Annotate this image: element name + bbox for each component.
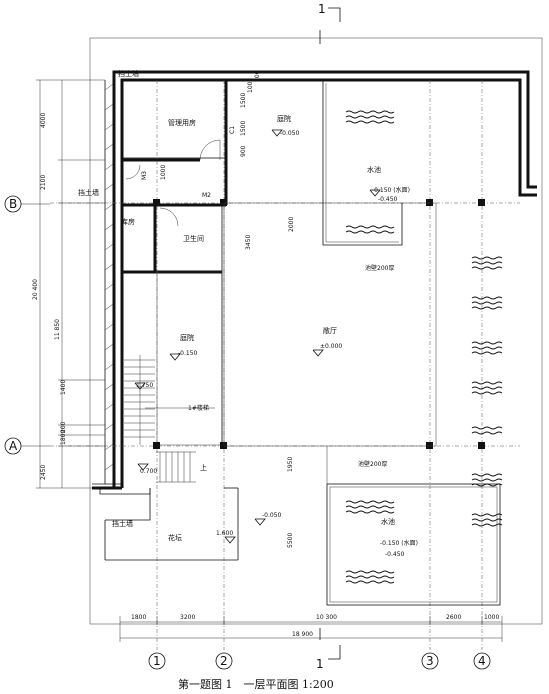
dim-bottom-total: 18 900	[292, 631, 313, 638]
label-retaining-wall-left: 挡土墙	[78, 188, 99, 197]
label-retaining-wall-top: 挡土墙	[118, 69, 139, 78]
courtyard-left	[156, 271, 223, 446]
dim-inner-500: 500	[254, 70, 261, 82]
dim-inner-1950: 1950	[287, 457, 294, 472]
label-pool-bottom-elev1: -0.150 (水面)	[380, 539, 418, 547]
label-hall: 敞厅	[323, 326, 337, 335]
dim-inner-5500: 5500	[287, 533, 294, 548]
dim-left-mid: 11 850	[54, 319, 61, 340]
dim-inner-2000: 2000	[288, 217, 295, 232]
label-courtyard-left: 庭院	[180, 333, 194, 342]
dim-left-200: 200	[60, 421, 67, 433]
retaining-wall-hatch	[104, 83, 114, 471]
door-swing-toilet	[159, 207, 179, 227]
column-b2	[220, 199, 227, 206]
door-swing-office	[199, 139, 221, 161]
grid-bubble-3	[421, 652, 439, 670]
dim-left-2100: 2100	[40, 175, 47, 190]
label-window-c1: C1	[229, 126, 236, 134]
column-b4	[478, 199, 485, 206]
dim-inner-3450: 3450	[245, 235, 252, 250]
site-boundary	[89, 37, 543, 625]
dim-bottom-3200: 3200	[180, 614, 195, 621]
grid-label-1: 1	[153, 654, 161, 668]
dim-left-1800: 1800	[60, 430, 67, 445]
section-mark-bottom: 1	[316, 657, 324, 671]
section-arrow-top	[328, 7, 341, 22]
label-courtyard-top: 庭院	[277, 114, 291, 123]
label-pool-top-elev1: -0.150 (水面)	[372, 186, 410, 194]
label-pool-bottom: 水池	[381, 517, 395, 526]
columns	[153, 199, 485, 449]
column-a2	[220, 442, 227, 449]
pool-bottom-outline	[326, 483, 501, 606]
label-hall-elev: ±0.000	[320, 343, 342, 350]
label-pool-bottom-elev2: -0.450	[385, 551, 405, 558]
section-mark-top: 1	[318, 2, 326, 16]
column-a3	[426, 442, 433, 449]
grid-label-3: 3	[426, 654, 434, 668]
hall-area	[223, 202, 437, 447]
grid-label-4: 4	[478, 654, 486, 668]
label-door-m2: M2	[202, 192, 211, 199]
label-elev-0050: -0.050	[262, 512, 282, 519]
grid-label-b: B	[9, 197, 17, 211]
label-flower-bed: 花坛	[168, 533, 182, 542]
dim-bottom-1000: 1000	[484, 614, 499, 621]
water-pattern-top	[345, 110, 395, 234]
water-pattern-bottom	[345, 500, 395, 584]
label-stair: 1#楼梯	[188, 404, 209, 412]
label-elev-1600: 1.600	[216, 530, 233, 537]
dim-inner-1500a: 1500	[240, 93, 247, 108]
dim-bottom-1800: 1800	[131, 614, 146, 621]
dim-left-1400: 1400	[60, 380, 67, 395]
label-up: 上	[200, 463, 207, 472]
outer-wall-north-outer	[112, 70, 537, 488]
column-b3	[426, 199, 433, 206]
column-b1	[153, 199, 160, 206]
label-pool-top-elev2: -0.450	[378, 196, 398, 203]
label-retaining-wall-bottom: 挡土墙	[112, 519, 133, 528]
label-storage: 库房	[121, 217, 135, 226]
label-pool-top: 水池	[367, 165, 381, 174]
grid-bubble-1	[148, 652, 166, 670]
label-courtyard-left-elev: -0.150	[178, 350, 198, 357]
pool-top-outline	[322, 80, 403, 246]
grid-bubble-a	[4, 437, 50, 455]
label-door-m3: M3	[141, 171, 148, 180]
label-toilet: 卫生间	[183, 234, 204, 243]
left-dimension-lines	[36, 79, 105, 489]
outer-wall-north	[120, 78, 537, 488]
dim-bottom-10300: 10 300	[316, 614, 337, 621]
grid-bubble-4	[473, 652, 491, 670]
label-office: 管理用房	[168, 118, 196, 127]
column-a1	[153, 442, 160, 449]
water-pattern-right	[471, 256, 503, 527]
flower-bed-outline	[105, 488, 151, 521]
section-arrow-bottom	[328, 645, 341, 660]
label-elev-1750: 1.750	[136, 382, 153, 389]
dim-bottom-2600: 2600	[446, 614, 461, 621]
label-pool-wall-bottom: 池壁200厚	[358, 460, 387, 468]
dim-inner-100: 100	[247, 81, 254, 93]
dim-inner-1500b: 1500	[240, 121, 247, 136]
grid-label-2: 2	[220, 654, 228, 668]
label-pool-wall-top: 池壁200厚	[365, 264, 394, 272]
dim-left-2450: 2450	[40, 465, 47, 480]
figure-caption: 第一题图 1 一层平面图 1:200	[178, 677, 334, 691]
grid-label-a: A	[9, 439, 18, 453]
grid-bubble-2	[215, 652, 233, 670]
elevation-markers	[134, 129, 381, 544]
label-courtyard-top-elev: -0.050	[280, 130, 300, 137]
dim-left-total: 20 400	[32, 279, 39, 300]
dim-left-4000: 4000	[40, 113, 47, 128]
dim-inner-900: 900	[240, 145, 247, 157]
dim-inner-1000: 1000	[160, 165, 167, 180]
grid-bubble-b	[4, 195, 50, 213]
stair-1	[124, 355, 215, 483]
bottom-dimension-lines	[119, 616, 503, 642]
column-a4	[478, 442, 485, 449]
label-elev-0700: 0.700	[140, 468, 157, 475]
